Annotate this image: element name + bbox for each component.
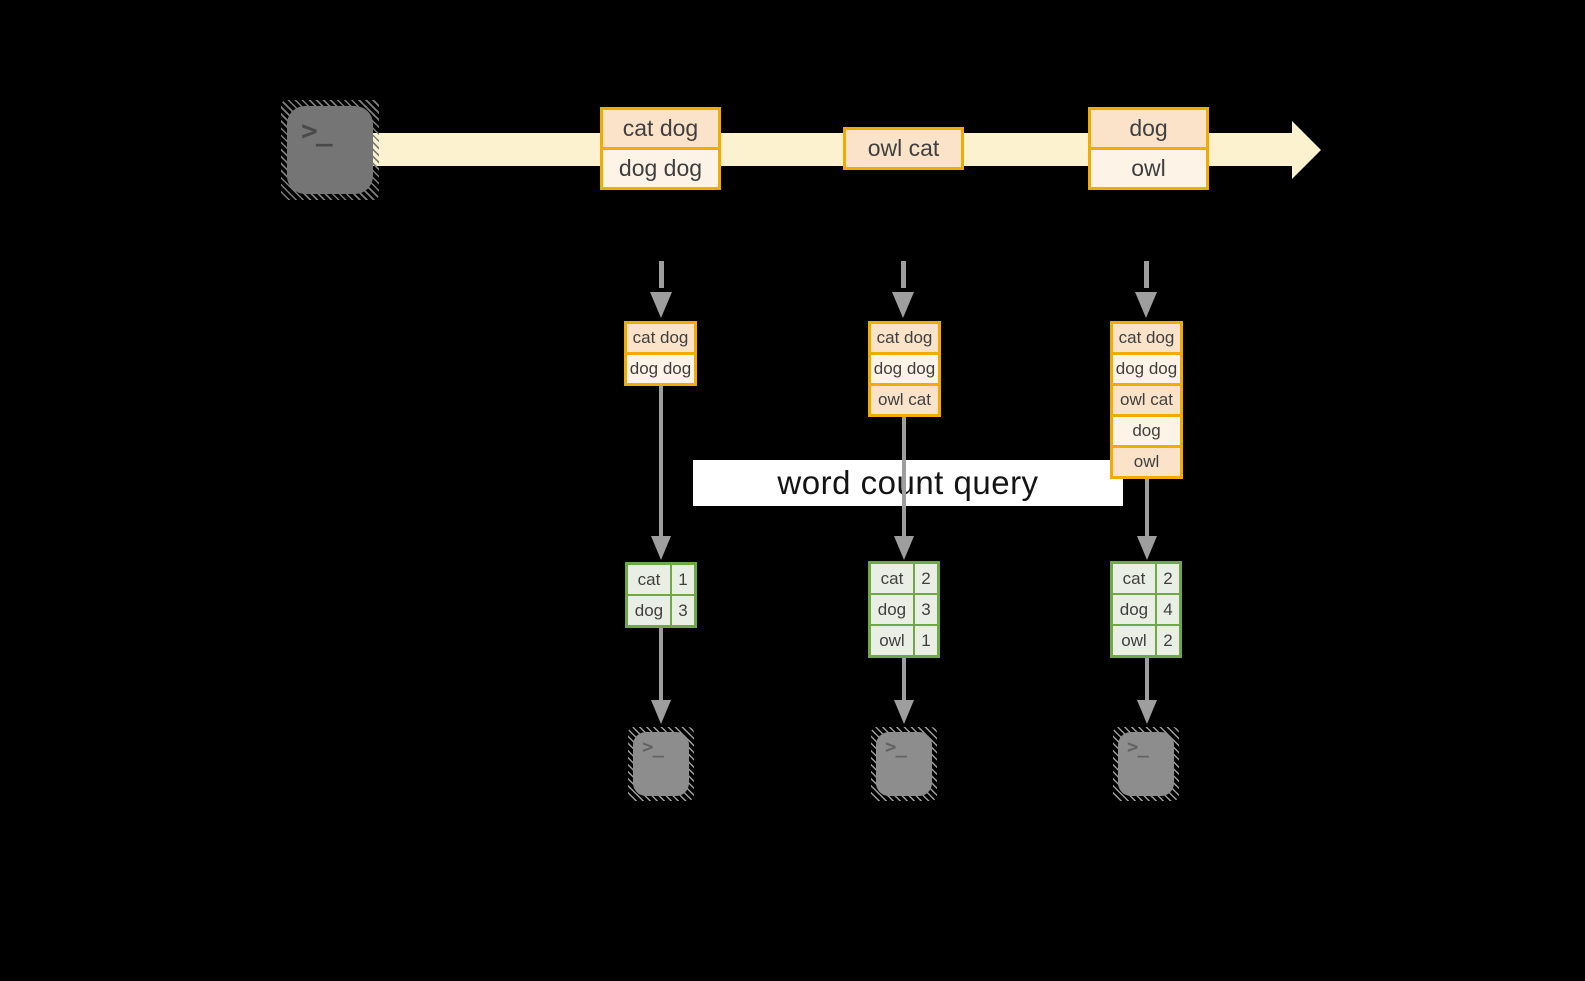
query-flow-line (901, 415, 907, 536)
snapshot-dashed-line (1143, 261, 1149, 288)
input-row: owl cat (1113, 383, 1180, 414)
result-count: 3 (914, 595, 937, 624)
input-table-snapshot-3: cat dog dog dog owl cat dog owl (1110, 321, 1183, 479)
terminal-prompt-icon: >_ (301, 114, 333, 147)
sink-terminal-icon: >_ (628, 727, 694, 801)
stream-record: owl cat (846, 130, 961, 167)
input-row: cat dog (1113, 324, 1180, 352)
output-flow-line (658, 628, 664, 701)
result-table-3: cat 2 dog 4 owl 2 (1110, 561, 1182, 658)
result-word: dog (628, 596, 670, 625)
result-count: 2 (914, 564, 937, 593)
result-word: cat (871, 564, 913, 593)
input-table-snapshot-2: cat dog dog dog owl cat (868, 321, 941, 417)
result-word: cat (1113, 564, 1155, 593)
snapshot-arrowhead-icon (650, 292, 672, 318)
stream-record: owl (1091, 147, 1206, 187)
input-row: cat dog (627, 324, 694, 352)
result-count: 3 (671, 596, 694, 625)
stream-batch-3: dog owl (1088, 107, 1209, 190)
result-table-2: cat 2 dog 3 owl 1 (868, 561, 940, 658)
source-terminal-icon: >_ (281, 100, 379, 200)
result-word: dog (1113, 595, 1155, 624)
query-flow-arrowhead-icon (1137, 536, 1157, 560)
snapshot-arrowhead-icon (1135, 292, 1157, 318)
result-word: dog (871, 595, 913, 624)
query-label-band: word count query (693, 460, 1123, 506)
sink-terminal-icon: >_ (871, 727, 937, 801)
output-flow-line (1144, 657, 1150, 701)
snapshot-arrowhead-icon (892, 292, 914, 318)
terminal-screen: >_ (633, 732, 689, 796)
terminal-screen: >_ (287, 106, 373, 194)
terminal-screen: >_ (1118, 732, 1174, 796)
input-row: dog (1113, 414, 1180, 445)
query-flow-line (658, 384, 664, 536)
input-table-snapshot-1: cat dog dog dog (624, 321, 697, 386)
query-flow-arrowhead-icon (651, 536, 671, 560)
stream-record: dog (1091, 110, 1206, 147)
terminal-prompt-icon: >_ (642, 736, 664, 758)
stream-batch-2: owl cat (843, 127, 964, 170)
query-flow-arrowhead-icon (894, 536, 914, 560)
snapshot-dashed-line (658, 261, 664, 288)
output-flow-arrowhead-icon (651, 700, 671, 724)
input-row: owl cat (871, 383, 938, 414)
input-row: owl (1113, 445, 1180, 476)
terminal-prompt-icon: >_ (885, 736, 907, 758)
snapshot-dashed-line (900, 261, 906, 288)
result-word: cat (628, 565, 670, 594)
result-word: owl (871, 626, 913, 655)
terminal-prompt-icon: >_ (1127, 736, 1149, 758)
sink-terminal-icon: >_ (1113, 727, 1179, 801)
input-row: dog dog (871, 352, 938, 383)
output-flow-arrowhead-icon (894, 700, 914, 724)
stream-batch-1: cat dog dog dog (600, 107, 721, 190)
query-label: word count query (777, 464, 1039, 501)
stream-record: dog dog (603, 147, 718, 187)
output-flow-line (901, 657, 907, 701)
result-count: 2 (1156, 564, 1179, 593)
result-count: 4 (1156, 595, 1179, 624)
terminal-screen: >_ (876, 732, 932, 796)
result-table-1: cat 1 dog 3 (625, 562, 697, 628)
stream-record: cat dog (603, 110, 718, 147)
result-count: 1 (671, 565, 694, 594)
result-word: owl (1113, 626, 1155, 655)
input-row: dog dog (1113, 352, 1180, 383)
input-row: dog dog (627, 352, 694, 383)
input-row: cat dog (871, 324, 938, 352)
query-flow-line (1144, 477, 1150, 536)
result-count: 1 (914, 626, 937, 655)
stream-timeline-arrowhead-icon (1292, 121, 1321, 179)
result-count: 2 (1156, 626, 1179, 655)
output-flow-arrowhead-icon (1137, 700, 1157, 724)
